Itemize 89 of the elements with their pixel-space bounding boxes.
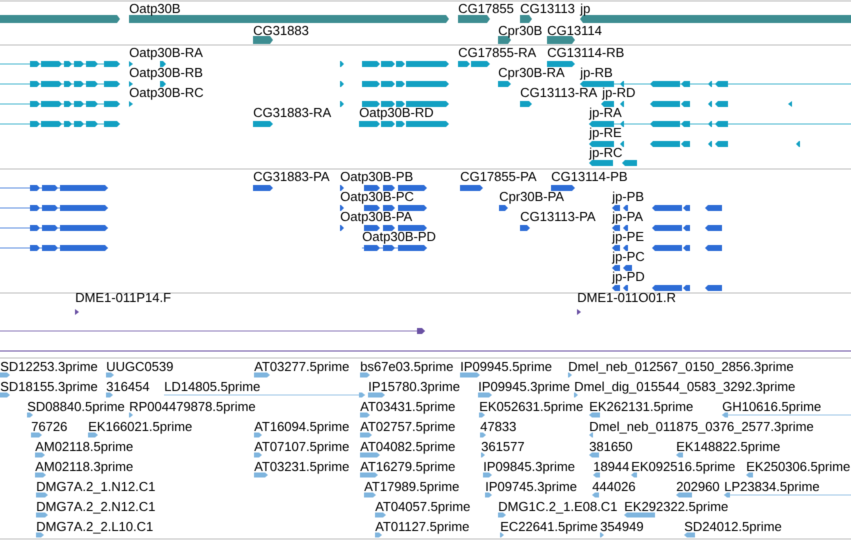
feature-label: jp-PE [612,232,644,244]
feature-label: Cpr30B [498,26,542,38]
feature-label: CG13113-PA [520,212,596,222]
feature-label: DME1-011O01.R [578,292,676,302]
feature-label: EK250306.5prime [747,462,850,474]
feature-label: SD08840.5prime [28,402,124,414]
feature-label: DMG7A.2_2.N12.C1 [37,502,155,514]
feature-label: jp-PB [612,192,644,204]
feature-label: jp-PD [612,272,644,284]
feature-label: IP15780.3prime [369,382,460,394]
feature-label: Oatp30B-PB [340,172,412,184]
feature-label: IP09845.3prime [484,462,574,474]
feature-label: Oatp30B-RA [130,48,203,60]
feature-label: EK292322.5prime [625,502,728,514]
feature-label: EK092516.5prime [632,462,735,474]
feature-label: CG13114 [548,26,602,36]
feature-label: IP09745.3prime [486,482,576,494]
feature-label: Oatp30B-RB [130,68,202,80]
feature-label: bs67e03.5prime [361,362,453,374]
feature-label: jp [580,4,590,16]
feature-label: AT03277.5prime [254,362,349,374]
feature-label: AT03431.5prime [360,402,455,414]
feature-label: CG31883-PA [254,172,330,182]
feature-label: EK166021.5prime [89,422,192,434]
feature-label: LP23834.5prime [725,482,819,494]
feature-label: LD14805.5prime [165,382,260,394]
feature-label: jp-RE [588,128,622,140]
feature-label: Oatp30B-PC [340,192,414,204]
feature-label: SD24012.5prime [684,522,782,534]
feature-label: IP09945.5prime [461,362,552,374]
feature-label: EK052631.5prime [480,402,583,414]
feature-label: 354949 [600,522,643,532]
feature-label: Cpr30B-PA [500,192,564,204]
feature-label: jp-RC [588,148,622,160]
feature-label: CG13113 [520,4,574,14]
feature-label: AT17989.5prime [364,482,459,494]
feature-label: EK262131.5prime [590,402,693,414]
feature-label: CG13113-RA [520,88,598,98]
feature-label: CG31883 [254,26,308,36]
feature-label: AT02757.5prime [360,422,455,434]
feature-label: EK148822.5prime [677,442,780,454]
feature-label: AT04057.5prime [375,502,470,514]
feature-label: UUGC0539 [107,362,173,372]
feature-label: CG17855-RA [458,48,536,58]
feature-label: CG31883-RA [254,108,332,118]
feature-label: Dmel_neb_012567_0150_2856.3prime [569,362,794,374]
feature-label: AT16094.5prime [254,422,349,434]
feature-label: EC22641.5prime [501,522,598,534]
feature-label: AT07107.5prime [254,442,349,454]
feature-label: AT03231.5prime [254,462,349,474]
feature-label: 381650 [590,442,632,452]
feature-label: 361577 [482,442,524,452]
feature-label: 316454 [106,382,150,392]
feature-label: AT04082.5prime [360,442,455,454]
feature-label: CG13114-RB [548,48,624,58]
feature-label: Dmel_neb_011875_0376_2577.3prime [590,422,814,434]
feature-label: AM02118.3prime [35,462,133,474]
feature-label: Oatp30B [130,4,180,16]
feature-label: 76726 [32,422,67,432]
feature-label: Dmel_dig_015544_0583_3292.3prime [575,382,795,394]
feature-label: CG17855-PA [460,172,537,182]
feature-label: SD18155.3prime [0,382,98,394]
feature-label: 444026 [592,482,636,492]
feature-label: jp-RB [580,68,612,80]
feature-label: CG13114-PB [552,172,627,182]
feature-label: IP09945.3prime [479,382,570,394]
feature-label: Cpr30B-RA [498,68,565,80]
feature-label: DMG1C.2_1.E08.C1 [499,502,617,514]
feature-label: CG17855 [458,4,514,14]
feature-label: Oatp30B-PA [340,212,412,224]
feature-label: AT16279.5prime [360,462,455,474]
feature-label: Oatp30B-RD [360,108,433,120]
feature-label: DMG7A.2_2.L10.C1 [37,522,153,534]
feature-label: Oatp30B-RC [130,88,204,100]
feature-label: jp-RA [588,108,622,120]
feature-label: 202960 [676,482,720,492]
feature-label: jp-PC [612,252,644,264]
feature-label: AM02118.5prime [35,442,133,454]
feature-label: 18944 [594,462,629,472]
feature-label: DME1-011P14.F [76,292,171,302]
feature-label: RP004479878.5prime [130,402,256,414]
feature-label: 47833 [480,422,516,432]
feature-label: AT01127.5prime [375,522,469,534]
feature-label: Oatp30B-PD [362,232,436,244]
feature-label: jp-PA [612,212,643,224]
feature-label: GH10616.5prime [722,402,821,414]
feature-label: DMG7A.2_1.N12.C1 [37,482,155,494]
feature-label: SD12253.3prime [0,362,98,374]
feature-label: jp-RD [602,88,635,100]
